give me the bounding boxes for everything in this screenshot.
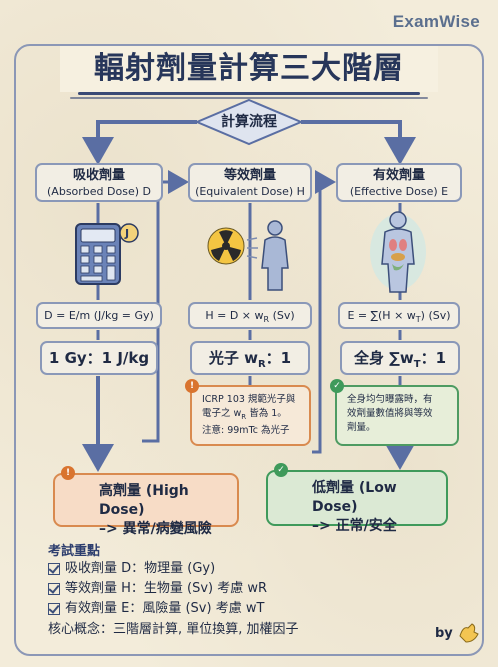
- absorbed-unit: 1 Gy：1 J/kg: [40, 341, 158, 375]
- arrow-to-effective: [301, 120, 416, 165]
- effective-note-line3: 劑量。: [347, 422, 376, 433]
- equivalent-note-line2-sub: R: [241, 412, 247, 421]
- equivalent-note-line3: 注意: 99mTc 為光子: [202, 424, 290, 436]
- absorbed-formula: D = E/m (J/kg = Gy): [36, 302, 162, 329]
- effective-formula-post: ) (Sv): [420, 309, 451, 322]
- summary-heading: 考試重點: [48, 544, 101, 559]
- effective-note: ✓ 全身均勻曝露時，有 效劑量數值將與等效 劑量。: [330, 379, 459, 446]
- absorbed-dose-name: 吸收劑量: [72, 168, 125, 183]
- low-dose-text: 低劑量 (Low Dose) –> 正常/安全: [312, 479, 446, 536]
- exam-summary: 考試重點 吸收劑量 D：物理量 (Gy) 等效劑量 H：生物量 (Sv) 考慮 …: [48, 540, 408, 641]
- low-dose-box: ✓ 低劑量 (Low Dose) –> 正常/安全: [266, 463, 448, 534]
- effective-unit-post: ：1: [420, 349, 447, 367]
- effective-note-line2: 效劑量數值將與等效: [347, 408, 433, 419]
- summary-item-text: 吸收劑量 D：物理量 (Gy): [65, 561, 216, 576]
- diagram-frame: [14, 44, 484, 656]
- equivalent-note-line1: ICRP 103 規範光子與: [202, 394, 296, 405]
- equivalent-dose-header: 等效劑量 (Equivalent Dose) H: [188, 163, 312, 202]
- equivalent-unit-pre: 光子 w: [208, 349, 258, 367]
- svg-text:J: J: [124, 227, 129, 240]
- title-underline-2: [70, 97, 428, 99]
- high-dose-line2: –> 異常/病變風險: [99, 521, 212, 537]
- core-concept: 核心概念：三階層計算, 單位換算, 加權因子: [48, 622, 299, 637]
- high-dose-text: 高劑量 (High Dose) –> 異常/病變風險: [99, 482, 237, 539]
- equivalent-dose-name: 等效劑量: [223, 168, 276, 183]
- equivalent-formula: H = D × wR (Sv): [188, 302, 312, 329]
- flow-diamond: [194, 98, 304, 146]
- warning-icon: !: [185, 379, 199, 393]
- equivalent-note-line2: 電子之 wR 皆為 1。: [202, 407, 303, 424]
- check-icon: ✓: [274, 463, 288, 477]
- effective-dose-header: 有效劑量 (Effective Dose) E: [336, 163, 462, 202]
- effective-unit-pre: 全身 ∑w: [353, 349, 414, 367]
- warning-icon: !: [61, 466, 75, 480]
- checkbox-icon: [48, 563, 60, 575]
- check-icon: ✓: [330, 379, 344, 393]
- equivalent-formula-sub: R: [263, 315, 270, 325]
- summary-item: 等效劑量 H：生物量 (Sv) 考慮 wR: [48, 579, 408, 599]
- checkbox-icon: [48, 603, 60, 615]
- summary-item-text: 等效劑量 H：生物量 (Sv) 考慮 wR: [65, 581, 268, 596]
- effective-formula-pre: E = ∑(H × w: [347, 309, 416, 322]
- title-underline: [78, 92, 420, 95]
- low-dose-line1: 低劑量 (Low Dose): [312, 480, 397, 515]
- equivalent-note: ! ICRP 103 規範光子與 電子之 wR 皆為 1。 注意: 99mTc …: [185, 379, 311, 446]
- flow-label: 計算流程: [221, 114, 277, 130]
- summary-item: 吸收劑量 D：物理量 (Gy): [48, 559, 408, 579]
- effective-unit-sub: T: [413, 359, 421, 370]
- flow-diamond-box: 計算流程: [197, 99, 301, 145]
- page-title: 輻射劑量計算三大階層: [60, 46, 438, 92]
- equivalent-unit-sub: R: [257, 359, 266, 370]
- equivalent-formula-post: (Sv): [269, 309, 295, 322]
- effective-formula-sub: T: [415, 315, 421, 325]
- byline: by: [435, 626, 453, 641]
- high-dose-line1: 高劑量 (High Dose): [99, 483, 189, 518]
- calculator-icon: J: [75, 223, 139, 285]
- brand-logo: ExamWise: [392, 12, 480, 31]
- body-organs-icon: [370, 211, 426, 293]
- equivalent-note-line2-post: 皆為 1。: [246, 408, 287, 419]
- summary-item: 有效劑量 E：風險量 (Sv) 考慮 wT: [48, 599, 408, 619]
- wave-hand-icon: [459, 623, 479, 643]
- high-dose-box: ! 高劑量 (High Dose) –> 異常/病變風險: [53, 466, 239, 537]
- equivalent-unit: 光子 wR：1: [190, 341, 310, 375]
- effective-formula: E = ∑(H × wT) (Sv): [338, 302, 460, 329]
- radiation-person-icon: [207, 220, 289, 291]
- equivalent-formula-pre: H = D × w: [205, 309, 264, 322]
- equivalent-dose-en: (Equivalent Dose) H: [195, 185, 305, 198]
- low-dose-line2: –> 正常/安全: [312, 518, 397, 534]
- effective-note-line1: 全身均勻曝露時，有: [347, 394, 433, 405]
- arrow-equivalent-to-effective: [312, 170, 336, 454]
- effective-dose-en: (Effective Dose) E: [349, 185, 449, 198]
- effective-dose-name: 有效劑量: [372, 168, 425, 183]
- effective-unit: 全身 ∑wT：1: [340, 341, 460, 375]
- summary-item-text: 有效劑量 E：風險量 (Sv) 考慮 wT: [65, 601, 265, 616]
- equivalent-note-line2-pre: 電子之 w: [202, 408, 242, 419]
- checkbox-icon: [48, 583, 60, 595]
- absorbed-dose-header: 吸收劑量 (Absorbed Dose) D: [35, 163, 163, 202]
- absorbed-dose-en: (Absorbed Dose) D: [47, 185, 151, 198]
- arrow-to-absorbed: [82, 120, 197, 165]
- equivalent-unit-post: ：1: [265, 349, 292, 367]
